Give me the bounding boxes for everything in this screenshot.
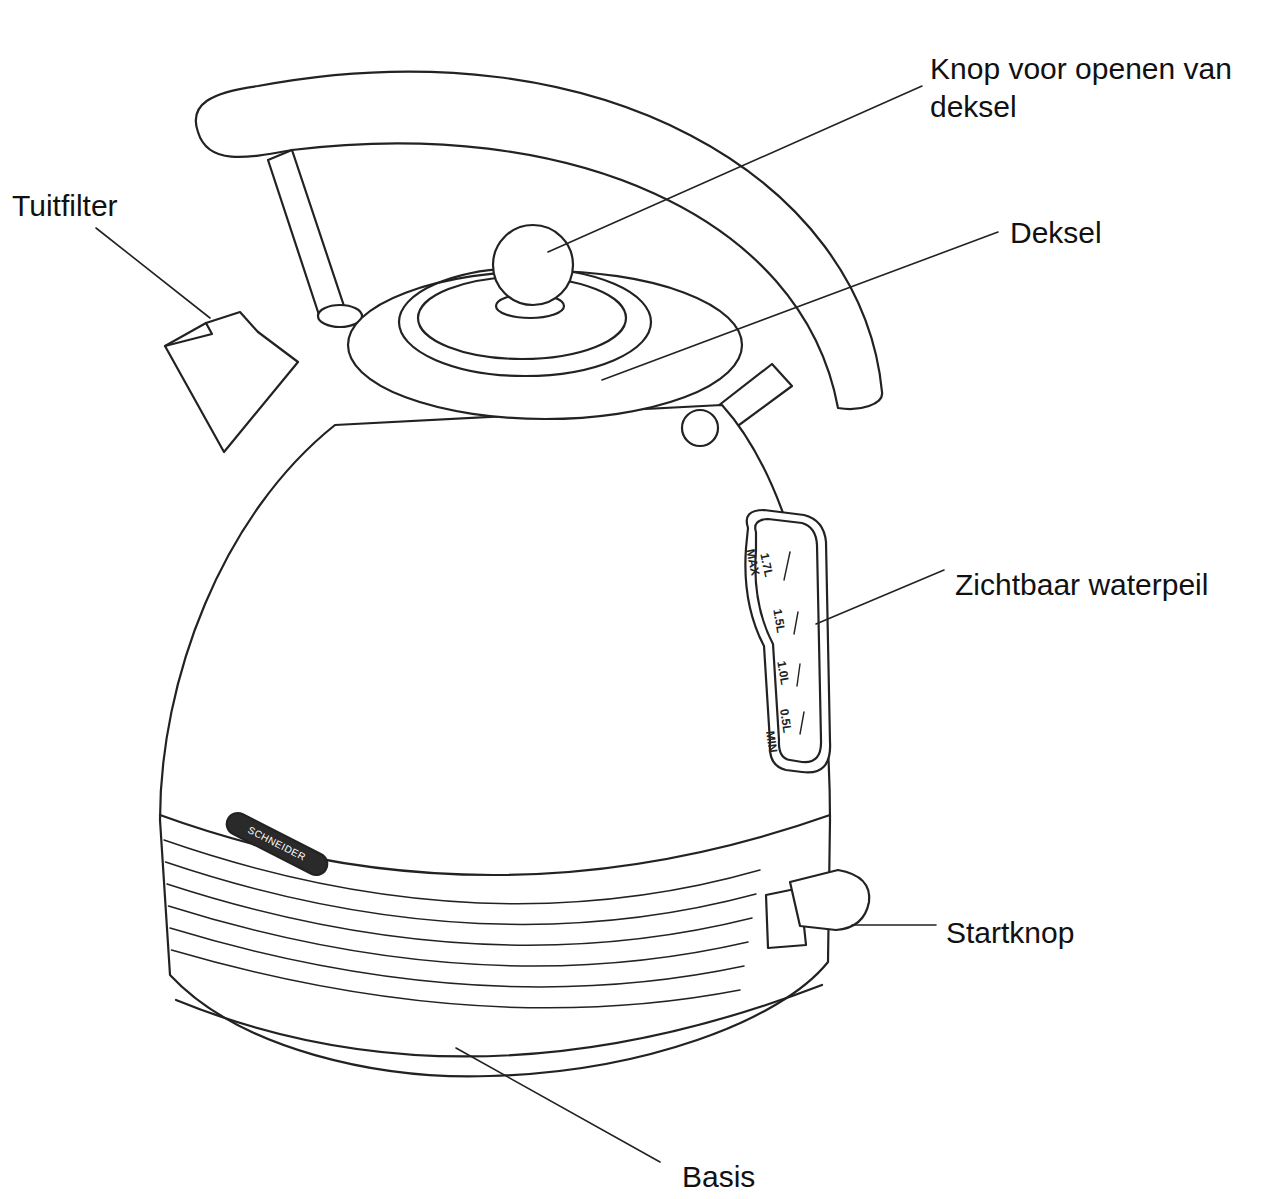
leader-line — [96, 228, 210, 318]
level-mark: MIN — [763, 730, 779, 754]
level-mark: MAX — [743, 548, 761, 577]
handle — [196, 72, 882, 409]
lid-knob — [493, 225, 573, 305]
part-label: Deksel — [1010, 214, 1102, 252]
water-window — [745, 510, 830, 772]
leader-line — [456, 1048, 660, 1162]
leader-line — [852, 924, 936, 926]
brand-logo: SCHNEIDER — [246, 824, 308, 863]
band-grooves — [164, 840, 760, 1008]
spout-filter — [165, 323, 212, 346]
level-mark: 1.5L — [770, 608, 787, 634]
level-mark: 0.5L — [777, 708, 793, 734]
leader-line — [816, 570, 944, 624]
part-label: Tuitfilter — [12, 187, 118, 225]
logo-badge — [223, 809, 331, 879]
leader-lines — [96, 86, 998, 1162]
base-lip — [176, 985, 822, 1056]
handle-cap-right — [682, 410, 718, 446]
groove-line — [170, 928, 744, 987]
handle-post-left — [268, 150, 344, 318]
part-label: Zichtbaar waterpeil — [955, 566, 1208, 604]
leader-line — [548, 86, 922, 252]
part-label: Startknop — [946, 914, 1074, 952]
groove-line — [164, 840, 760, 904]
leader-line — [602, 232, 998, 380]
part-label: Knop voor openen van deksel — [930, 50, 1260, 126]
water-window-inner — [755, 519, 821, 762]
kettle-body — [160, 405, 830, 1076]
level-mark: 1.0L — [774, 660, 791, 686]
groove-line — [166, 862, 757, 924]
part-label: Basis — [682, 1158, 755, 1196]
start-switch — [790, 870, 869, 930]
groove-line — [169, 906, 749, 966]
groove-line — [172, 950, 741, 1008]
level-ticks — [784, 552, 804, 734]
spout — [165, 312, 298, 452]
groove-line — [167, 884, 752, 945]
